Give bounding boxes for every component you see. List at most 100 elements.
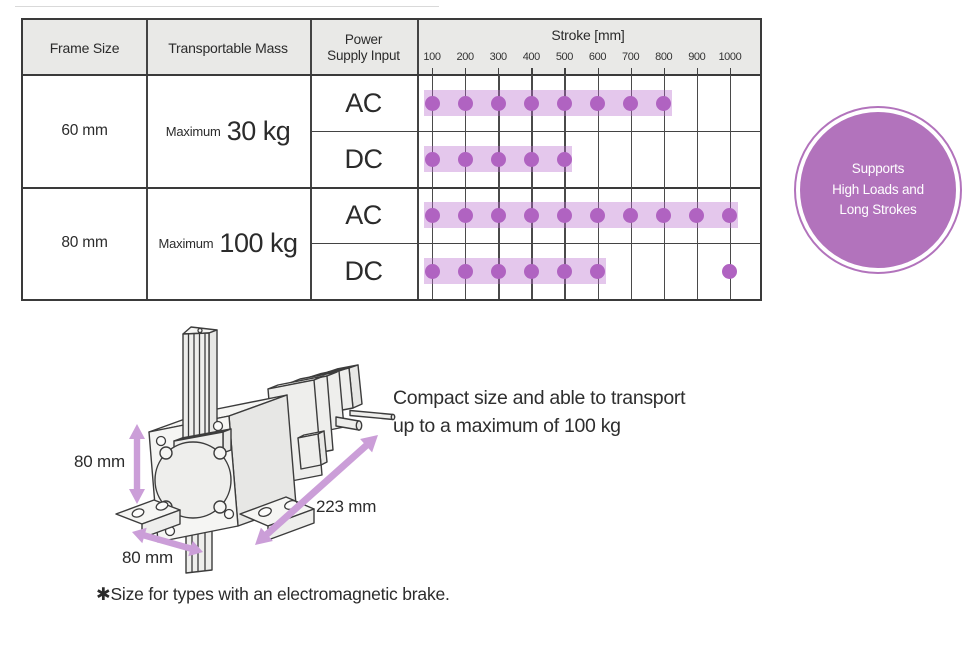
header-transportable-mass-label: Transportable Mass <box>168 39 288 56</box>
dot <box>424 263 440 279</box>
dot <box>490 95 506 111</box>
bar <box>424 258 606 284</box>
gridline <box>729 75 732 299</box>
mounting-foot-left <box>116 500 180 538</box>
cell-power-dc-60mm: DC <box>310 131 417 187</box>
footnote: ✱Size for types with an electromagnetic … <box>96 584 450 604</box>
dot <box>457 263 473 279</box>
row-divider <box>310 131 760 133</box>
linear-rail <box>183 327 217 447</box>
header-power-supply-label: Power Supply Input <box>327 32 400 64</box>
tick-mark <box>432 68 434 75</box>
dim-arrow-width <box>132 527 203 557</box>
cell-power-ac-80mm: AC <box>310 187 417 243</box>
dot <box>523 207 539 223</box>
mass-prefix: Maximum <box>165 123 221 139</box>
header-transportable-mass: Transportable Mass <box>146 20 310 75</box>
cell-power-ac-60mm: AC <box>310 75 417 131</box>
dot <box>722 263 738 279</box>
column-divider <box>417 20 419 299</box>
bar <box>424 202 738 228</box>
dot <box>457 95 473 111</box>
dot <box>656 207 672 223</box>
dot <box>490 207 506 223</box>
tick-label: 900 <box>688 51 706 63</box>
caption-line2: up to a maximum of 100 kg <box>393 414 621 437</box>
gridline <box>498 75 500 299</box>
dot <box>424 207 440 223</box>
dot <box>656 95 672 111</box>
tick-label: 600 <box>588 51 607 63</box>
tick-label: 300 <box>489 51 508 63</box>
dot <box>424 95 440 111</box>
header-stroke: Stroke [mm] <box>417 22 759 48</box>
header-power-line2: Supply Input <box>327 47 400 63</box>
tick-mark <box>465 68 467 75</box>
dot <box>623 207 639 223</box>
tick-mark <box>498 68 500 75</box>
gridline <box>465 75 467 299</box>
stroke-grid-area <box>417 75 759 299</box>
page-edge-line <box>15 6 439 7</box>
badge-text-line2: High Loads and <box>832 181 924 197</box>
badge-text-line3: Long Strokes <box>839 202 917 218</box>
frame-size-value: 60 mm <box>61 122 108 139</box>
dot <box>689 207 705 223</box>
gridline <box>597 75 599 299</box>
tick-mark <box>597 68 599 75</box>
dim-label-width: 80 mm <box>122 548 173 567</box>
tick-label: 500 <box>555 51 574 63</box>
row-divider <box>310 243 760 245</box>
dot <box>590 207 605 223</box>
dot <box>457 151 473 167</box>
gridline <box>531 75 533 299</box>
output-shaft <box>336 411 395 431</box>
cell-frame-80mm: 80 mm <box>23 187 146 299</box>
spec-table: Frame Size Transportable Mass Power Supp… <box>21 18 762 301</box>
dot <box>590 263 605 279</box>
group-divider <box>23 186 760 189</box>
gridline <box>696 75 699 299</box>
dot <box>722 207 738 223</box>
power-value: AC <box>345 199 382 230</box>
dim-arrow-length <box>255 435 378 545</box>
tick-label: 400 <box>522 51 541 63</box>
tick-mark <box>564 68 566 75</box>
mass-value: 30 kg <box>226 115 291 146</box>
column-divider <box>146 20 148 299</box>
power-value: DC <box>344 255 384 286</box>
dot <box>556 151 572 167</box>
cell-mass-80mm: Maximum 100 kg <box>146 187 310 299</box>
power-value: AC <box>345 87 382 118</box>
gridline <box>663 75 666 299</box>
tick-mark <box>729 68 732 75</box>
frame-size-value: 80 mm <box>61 234 108 251</box>
tick-label: 1000 <box>718 51 742 63</box>
gridline <box>564 75 566 299</box>
column-divider <box>310 20 312 299</box>
table-header-background <box>23 20 760 75</box>
dot <box>556 207 572 223</box>
badge: Supports High Loads and Long Strokes <box>794 106 962 274</box>
dot <box>490 151 506 167</box>
connector-block <box>298 431 327 469</box>
mass-value: 100 kg <box>219 227 298 258</box>
dot <box>556 263 572 279</box>
tick-mark <box>663 68 665 75</box>
cell-power-dc-80mm: DC <box>310 243 417 299</box>
badge-text-line1: Supports <box>851 161 905 177</box>
caption-line1: Compact size and able to transport <box>393 387 686 409</box>
badge-disc: Supports High Loads and Long Strokes <box>800 112 956 268</box>
dot <box>523 95 539 111</box>
header-stroke-label: Stroke [mm] <box>551 27 625 43</box>
tick-label: 100 <box>423 51 441 63</box>
gridline <box>432 75 434 299</box>
caption: Compact size and able to transport up to… <box>393 385 686 440</box>
dim-label-height: 80 mm <box>74 452 125 471</box>
header-power-line1: Power <box>344 31 383 47</box>
dot <box>590 95 605 111</box>
gridline <box>630 75 632 299</box>
cell-mass-60mm: Maximum 30 kg <box>146 75 310 187</box>
